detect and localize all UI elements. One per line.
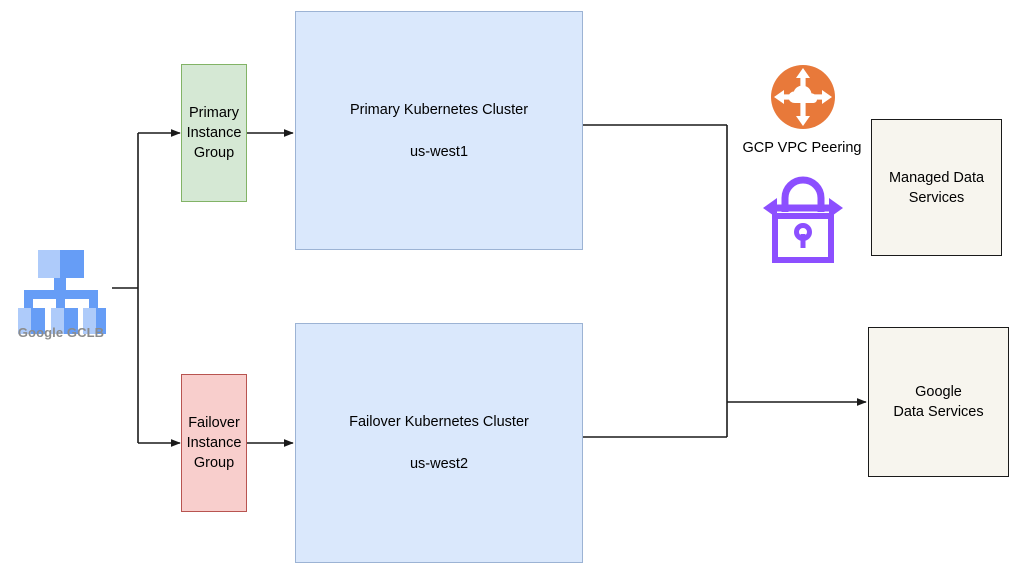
managed-data-services-line1: Managed Data: [888, 169, 985, 186]
managed-data-services-line2: Services: [908, 189, 965, 206]
failover-instance-group-line3: Group: [193, 455, 235, 471]
failover-instance-group-line1: Failover: [188, 415, 240, 431]
gclb-label: Google GCLB: [17, 325, 105, 340]
primary-instance-group-node[interactable]: Primary Instance Group: [181, 64, 247, 202]
gcp-vpc-peering-icon: [771, 65, 835, 129]
failover-kubernetes-cluster-node[interactable]: Failover Kubernetes Cluster us-west2: [295, 323, 583, 563]
edge-gclb-branch: [112, 133, 139, 443]
google-data-services-node[interactable]: Google Data Services: [868, 327, 1009, 477]
primary-instance-group-line1: Primary: [189, 105, 239, 121]
google-gclb-icon: [18, 250, 106, 334]
failover-cluster-title: Failover Kubernetes Cluster: [349, 414, 529, 430]
primary-cluster-region: us-west1: [409, 143, 469, 160]
lock-with-arrow-icon: [763, 176, 843, 263]
primary-cluster-title: Primary Kubernetes Cluster: [349, 101, 529, 118]
gcp-vpc-peering-label: GCP VPC Peering: [742, 140, 862, 156]
managed-data-services-node[interactable]: Managed Data Services: [871, 119, 1002, 256]
primary-kubernetes-cluster-node[interactable]: Primary Kubernetes Cluster us-west1: [295, 11, 583, 250]
failover-cluster-region: us-west2: [409, 456, 469, 472]
primary-instance-group-line2: Instance: [186, 125, 242, 141]
failover-instance-group-line2: Instance: [186, 435, 242, 451]
google-data-services-line1: Google: [915, 384, 962, 400]
google-data-services-line2: Data Services: [893, 404, 984, 420]
failover-instance-group-node[interactable]: Failover Instance Group: [181, 374, 247, 512]
primary-instance-group-line3: Group: [193, 145, 235, 161]
